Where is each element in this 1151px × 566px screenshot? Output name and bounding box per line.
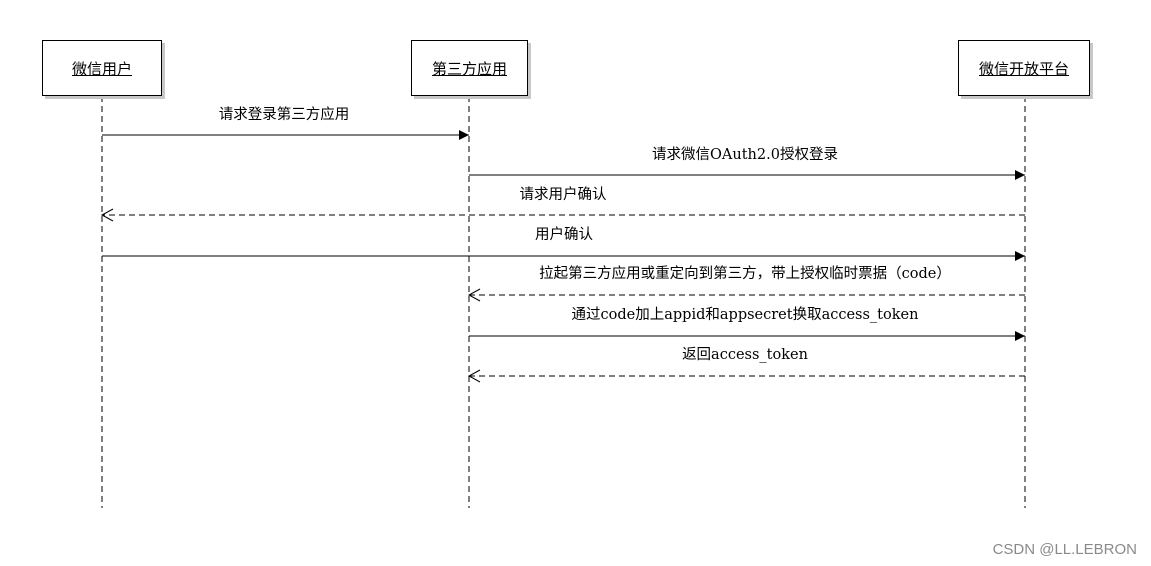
- arrowhead-filled: [1015, 170, 1025, 180]
- message-label: 请求登录第三方应用: [218, 107, 350, 123]
- watermark: CSDN @LL.LEBRON: [992, 541, 1137, 558]
- message-label: 请求用户确认: [519, 187, 607, 203]
- arrowhead-filled: [1015, 331, 1025, 341]
- arrowhead-open: [100, 208, 114, 222]
- actor-third-party-app: 第三方应用: [411, 40, 528, 96]
- arrowhead-filled: [1015, 251, 1025, 261]
- actor-wechat-user: 微信用户: [42, 40, 162, 96]
- actor-wechat-open-platform: 微信开放平台: [958, 40, 1090, 96]
- message-label: 用户确认: [535, 227, 593, 243]
- message-label: 请求微信OAuth2.0授权登录: [652, 147, 838, 163]
- message-label: 返回access_token: [682, 347, 808, 363]
- arrowhead-filled: [459, 130, 469, 140]
- message-label: 通过code加上appid和appsecret换取access_token: [571, 307, 919, 323]
- arrowhead-open: [467, 288, 481, 302]
- message-label: 拉起第三方应用或重定向到第三方，带上授权临时票据（code）: [539, 266, 951, 282]
- arrowhead-open: [467, 369, 481, 383]
